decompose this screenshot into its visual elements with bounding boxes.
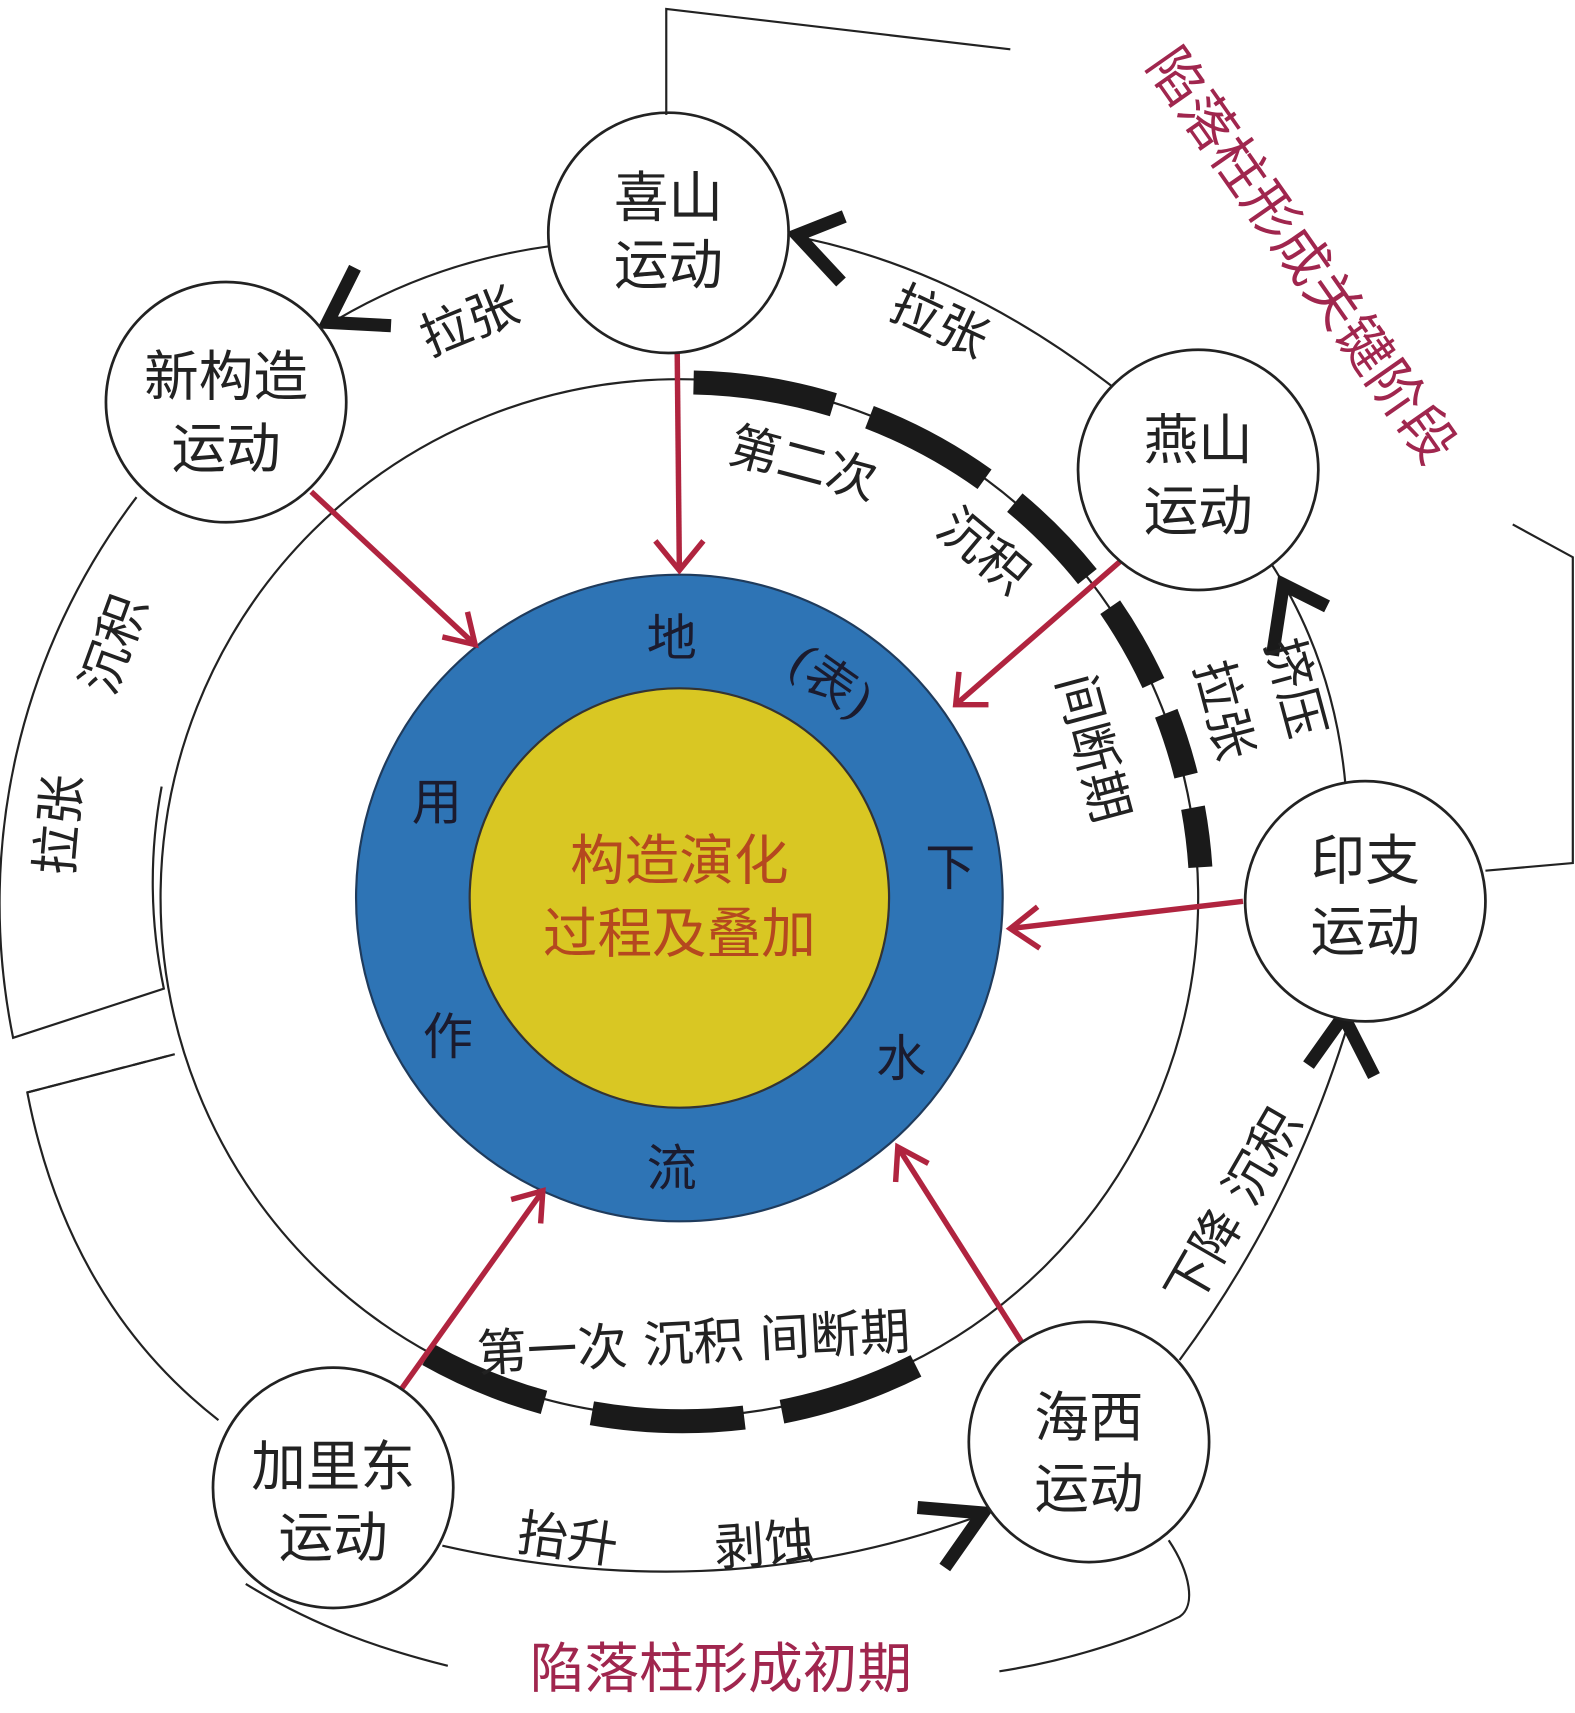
label-extension: 拉张 [1183, 654, 1266, 766]
initial-stage-bracket-left [245, 1582, 449, 1667]
outer-arc-top-right [788, 233, 1115, 389]
stage-initial-label: 陷落柱形成初期 [530, 1637, 912, 1701]
red-arrows [309, 349, 1244, 1395]
dashed-boundary [27, 1053, 176, 1094]
key-stage-bracket-right [1485, 523, 1574, 872]
node-xishan: 喜山 运动 [546, 111, 790, 355]
label-extension: 拉张 [25, 772, 93, 877]
node-line: 运动 [1034, 1456, 1143, 1520]
label-first-hiatus: 第一次 沉积 间断期 [475, 1302, 911, 1384]
outer-arc-left-top [0, 496, 166, 1040]
node-xingouzao: 新构造 运动 [104, 280, 348, 524]
label-second: 第二次 [723, 415, 884, 511]
label-extension: 拉张 [882, 273, 998, 369]
ring-char: 流 [647, 1138, 697, 1197]
outer-arc-bottom [442, 1517, 973, 1573]
core-line1: 构造演化 [570, 828, 788, 892]
node-line: 喜山 [614, 165, 723, 229]
node-yanshan: 燕山 运动 [1076, 348, 1320, 592]
outer-arc-right-bottom [1178, 1021, 1350, 1361]
label-uplift: 抬升 [514, 1503, 622, 1575]
node-line: 运动 [171, 417, 280, 481]
node-yinzhi: 印支 运动 [1243, 779, 1487, 1023]
outer-arc-left-bottom [26, 1053, 220, 1421]
node-line: 新构造 [144, 345, 308, 409]
ring-char: 下 [925, 838, 975, 897]
label-subsidence-deposition: 下降 沉积 [1153, 1098, 1313, 1315]
ring-char: 作 [423, 1007, 473, 1066]
node-haixi: 海西 运动 [967, 1320, 1211, 1564]
key-stage-bracket [665, 7, 1011, 115]
node-line: 加里东 [251, 1435, 415, 1499]
core-circle [468, 687, 891, 1109]
label-erosion: 剥蚀 [712, 1512, 816, 1578]
node-line: 运动 [1311, 899, 1420, 963]
label-deposition: 沉积 [69, 587, 159, 702]
node-line: 海西 [1034, 1385, 1143, 1449]
core-line2: 过程及叠加 [543, 902, 816, 966]
node-line: 运动 [614, 233, 723, 297]
label-extension: 拉张 [412, 275, 527, 367]
label-second-hiatus: 间断期 [1045, 668, 1141, 829]
label-compression: 挤压 [1254, 632, 1337, 744]
initial-stage-bracket-right [999, 1539, 1191, 1673]
second-hiatus-bar [693, 370, 1214, 896]
first-hiatus-bar [422, 1344, 944, 1434]
ring-char: 水 [876, 1029, 926, 1088]
ring-char: 用 [412, 772, 462, 831]
outer-arc-top [322, 244, 552, 329]
node-line: 运动 [1144, 479, 1253, 543]
node-jialidong: 加里东 运动 [211, 1366, 455, 1610]
node-line: 运动 [279, 1506, 388, 1570]
node-line: 燕山 [1144, 408, 1253, 472]
ring-char: 地 [647, 609, 697, 668]
node-line: 印支 [1311, 828, 1420, 892]
